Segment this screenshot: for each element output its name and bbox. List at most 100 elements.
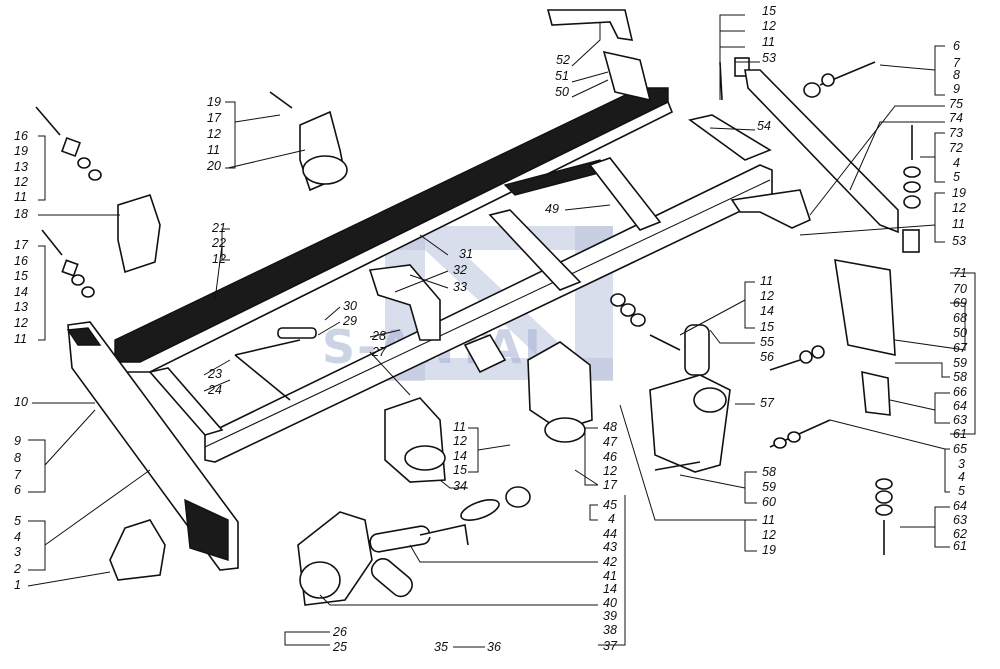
tow-bracket-75 — [730, 189, 811, 229]
part-number-label: 12 — [453, 434, 467, 448]
part-number-label: 41 — [603, 569, 617, 583]
part-number-label: 17 — [14, 238, 29, 252]
part-number-label: 2 — [13, 562, 21, 576]
bracket-66 — [861, 370, 891, 416]
engine-mount-left-lower — [41, 229, 95, 298]
part-number-label: 55 — [760, 335, 774, 349]
cross-members — [148, 114, 772, 436]
part-number-label: 26 — [332, 625, 347, 639]
part-number-label: 14 — [14, 285, 28, 299]
part-number-labels: 5251501512115354496789757473724519121153… — [13, 4, 968, 654]
part-number-label: 75 — [949, 97, 963, 111]
part-number-label: 3 — [958, 457, 965, 471]
spring-pin-assembly — [297, 486, 531, 606]
part-number-label: 7 — [953, 56, 961, 70]
part-number-label: 43 — [603, 540, 617, 554]
part-number-label: 10 — [14, 395, 28, 409]
front-bumper — [66, 321, 239, 571]
part-number-label: 9 — [14, 434, 21, 448]
part-number-label: 64 — [953, 499, 967, 513]
part-number-label: 19 — [207, 95, 221, 109]
part-number-label: 37 — [603, 639, 618, 653]
part-number-label: 58 — [762, 465, 776, 479]
part-number-label: 48 — [603, 420, 617, 434]
part-number-label: 63 — [953, 413, 967, 427]
part-number-label: 61 — [953, 539, 967, 553]
bracket-20 — [269, 91, 348, 192]
part-number-label: 35 — [434, 640, 448, 654]
part-number-label: 20 — [206, 159, 221, 173]
part-number-label: 54 — [757, 119, 771, 133]
part-number-label: 36 — [487, 640, 501, 654]
bolts-11-15-center — [610, 293, 681, 351]
part-number-label: 67 — [953, 341, 968, 355]
part-number-label: 9 — [953, 82, 960, 96]
bolts-6-9 — [803, 61, 876, 98]
part-number-label: 12 — [762, 528, 776, 542]
part-number-label: 21 — [211, 221, 226, 235]
part-number-label: 32 — [453, 263, 467, 277]
bracket-34 — [384, 397, 446, 483]
part-number-label: 12 — [952, 201, 966, 215]
part-number-label: 1 — [14, 578, 21, 592]
leader-lines — [27, 14, 976, 648]
part-number-label: 17 — [603, 478, 618, 492]
part-number-label: 11 — [207, 143, 220, 157]
part-number-label: 61 — [953, 427, 967, 441]
bracket-50-51 — [602, 50, 652, 102]
part-number-label: 47 — [603, 435, 618, 449]
spring-bracket-32 — [368, 264, 441, 341]
part-number-label: 5 — [14, 514, 21, 528]
part-number-label: 12 — [14, 316, 28, 330]
part-number-label: 12 — [760, 289, 774, 303]
part-number-label: 27 — [371, 345, 387, 359]
part-number-label: 33 — [453, 280, 467, 294]
part-number-label: 64 — [953, 399, 967, 413]
part-number-label: 71 — [953, 266, 967, 280]
stabilizer-bar-23 — [234, 339, 301, 401]
bolt-73 — [902, 125, 921, 253]
part-number-label: 42 — [603, 555, 617, 569]
part-number-label: 34 — [453, 479, 467, 493]
part-number-label: 11 — [14, 190, 27, 204]
part-number-label: 5 — [958, 484, 965, 498]
part-number-label: 13 — [14, 160, 28, 174]
part-number-label: 6 — [14, 483, 21, 497]
part-number-label: 11 — [14, 332, 27, 346]
part-number-label: 69 — [953, 296, 967, 310]
part-number-label: 12 — [207, 127, 221, 141]
part-number-label: 38 — [603, 623, 617, 637]
part-number-label: 25 — [332, 640, 347, 654]
part-number-label: 70 — [953, 282, 967, 296]
part-number-label: 4 — [608, 512, 615, 526]
part-number-label: 12 — [603, 464, 617, 478]
part-number-label: 66 — [953, 385, 967, 399]
engine-mount-left-upper — [35, 106, 161, 274]
part-number-label: 46 — [603, 450, 617, 464]
part-number-label: 16 — [14, 129, 28, 143]
part-number-label: 3 — [14, 545, 21, 559]
bolts-58-65 — [769, 345, 831, 449]
part-number-label: 57 — [760, 396, 775, 410]
part-number-label: 4 — [958, 470, 965, 484]
part-number-label: 31 — [459, 247, 473, 261]
bracket-53-top — [719, 57, 750, 101]
part-number-label: 15 — [14, 269, 28, 283]
part-number-label: 6 — [953, 39, 960, 53]
part-number-label: 45 — [603, 498, 617, 512]
part-number-label: 58 — [953, 370, 967, 384]
part-number-label: 40 — [603, 596, 617, 610]
part-number-label: 19 — [14, 144, 28, 158]
part-number-label: 15 — [762, 4, 776, 18]
part-number-label: 52 — [556, 53, 570, 67]
part-number-label: 50 — [953, 326, 967, 340]
part-number-label: 14 — [603, 582, 617, 596]
part-number-label: 17 — [207, 111, 222, 125]
part-number-label: 15 — [453, 463, 467, 477]
part-number-label: 73 — [949, 126, 963, 140]
plate-68-71 — [834, 259, 896, 357]
part-number-label: 12 — [14, 175, 28, 189]
part-number-label: 11 — [453, 420, 466, 434]
plate-46 — [463, 334, 507, 374]
part-number-label: 11 — [762, 513, 775, 527]
